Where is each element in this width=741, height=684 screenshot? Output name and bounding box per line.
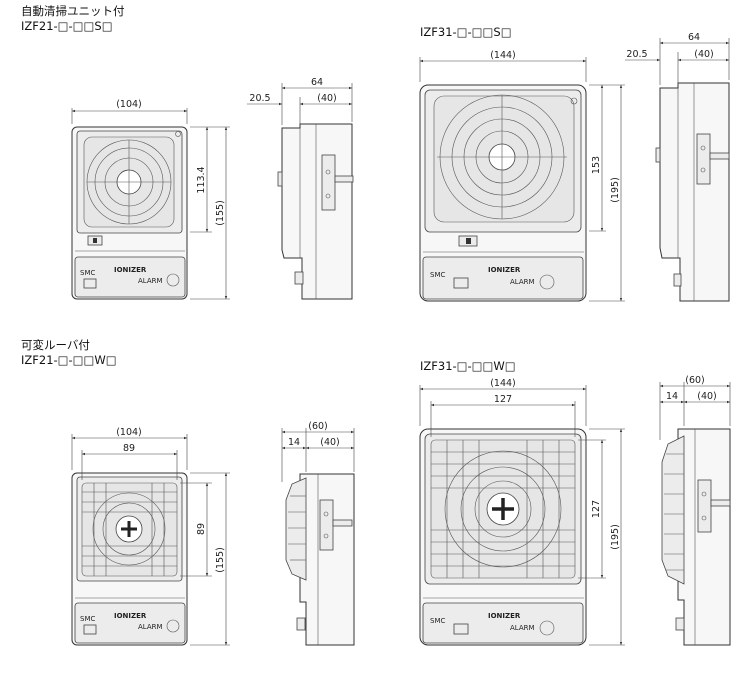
izf31w-side-dims: (60) 14 (40) <box>659 375 731 440</box>
izf31w-brand-label: SMC <box>430 617 445 625</box>
izf21s-side-total-dim: 64 <box>311 77 323 88</box>
section-2-model: IZF31-□-□□S□ <box>420 25 512 39</box>
izf21w-brand-label: SMC <box>80 615 95 623</box>
izf31s-alarm-label: ALARM <box>510 278 535 286</box>
izf21s-product-label: IONIZER <box>114 266 147 274</box>
izf31s-front-dims: (144) 153 (195) <box>419 50 625 302</box>
section-3-model: IZF21-□-□□W□ <box>21 353 117 367</box>
izf21w-side-dims: (60) 14 (40) <box>281 421 355 482</box>
izf21s-brand-label: SMC <box>80 269 95 277</box>
izf31w-side-view <box>661 428 731 646</box>
izf31w-inner-width-dim: 127 <box>494 394 512 405</box>
izf31w-alarm-label: ALARM <box>510 624 535 632</box>
izf21s-alarm-label: ALARM <box>138 277 163 285</box>
izf31w-inner-height-dim: 127 <box>591 500 602 518</box>
izf31w-front-view: SMC IONIZER ALARM <box>419 428 587 646</box>
izf31s-width-dim: (144) <box>490 50 516 61</box>
izf31w-product-label: IONIZER <box>488 612 521 620</box>
izf21w-front-dims: (104) 89 89 (155) <box>71 427 230 646</box>
izf31s-side-depth-dim: (40) <box>694 49 714 60</box>
izf31s-side-dims: 64 20.5 (40) <box>625 32 730 85</box>
izf21s-side-view <box>277 123 354 300</box>
izf31s-side-view <box>655 82 730 302</box>
izf21w-side-view <box>285 473 355 646</box>
izf21w-front-view: SMC IONIZER ALARM <box>71 472 188 646</box>
izf21w-width-dim: (104) <box>116 427 142 438</box>
izf21w-total-height-dim: (155) <box>215 547 226 573</box>
izf31s-side-total-dim: 64 <box>688 32 700 43</box>
izf21w-side-total-dim: (60) <box>308 421 328 432</box>
izf21s-side-depth-dim: (40) <box>317 93 337 104</box>
izf31s-product-label: IONIZER <box>488 266 521 274</box>
section-1-model: IZF21-□-□□S□ <box>21 19 113 33</box>
izf21s-front-dims: (104) 113.4 (155) <box>71 99 230 300</box>
izf21w-side-depth-dim: (40) <box>320 437 340 448</box>
izf21w-product-label: IONIZER <box>114 612 147 620</box>
izf21s-side-front-dim: 20.5 <box>249 93 270 104</box>
izf21s-side-dims: 64 20.5 (40) <box>247 77 353 125</box>
izf31s-total-height-dim: (195) <box>610 177 621 203</box>
izf31w-side-depth-dim: (40) <box>697 391 717 402</box>
izf31w-front-dims: (144) 127 127 (195) <box>419 378 625 646</box>
izf21w-alarm-label: ALARM <box>138 623 163 631</box>
izf21s-fan-height-dim: 113.4 <box>196 166 207 193</box>
izf21w-inner-width-dim: 89 <box>123 443 135 454</box>
izf21w-side-front-dim: 14 <box>288 437 300 448</box>
izf21w-inner-height-dim: 89 <box>196 523 207 535</box>
section-4-model: IZF31-□-□□W□ <box>420 359 516 373</box>
izf31w-total-height-dim: (195) <box>610 524 621 550</box>
izf31s-front-view: SMC IONIZER ALARM <box>419 84 587 302</box>
izf21s-front-view: SMC IONIZER ALARM <box>71 126 188 300</box>
izf31s-brand-label: SMC <box>430 271 445 279</box>
izf21s-width-dim: (104) <box>116 99 142 110</box>
section-3-category: 可変ルーバ付 <box>21 338 90 352</box>
section-1-category: 自動清掃ユニット付 <box>21 4 125 18</box>
izf31s-side-front-dim: 20.5 <box>626 49 647 60</box>
izf31w-side-total-dim: (60) <box>685 375 705 386</box>
izf31w-width-dim: (144) <box>490 378 516 389</box>
izf21s-total-height-dim: (155) <box>215 200 226 226</box>
izf31w-side-front-dim: 14 <box>666 391 678 402</box>
izf31s-fan-height-dim: 153 <box>591 156 602 174</box>
